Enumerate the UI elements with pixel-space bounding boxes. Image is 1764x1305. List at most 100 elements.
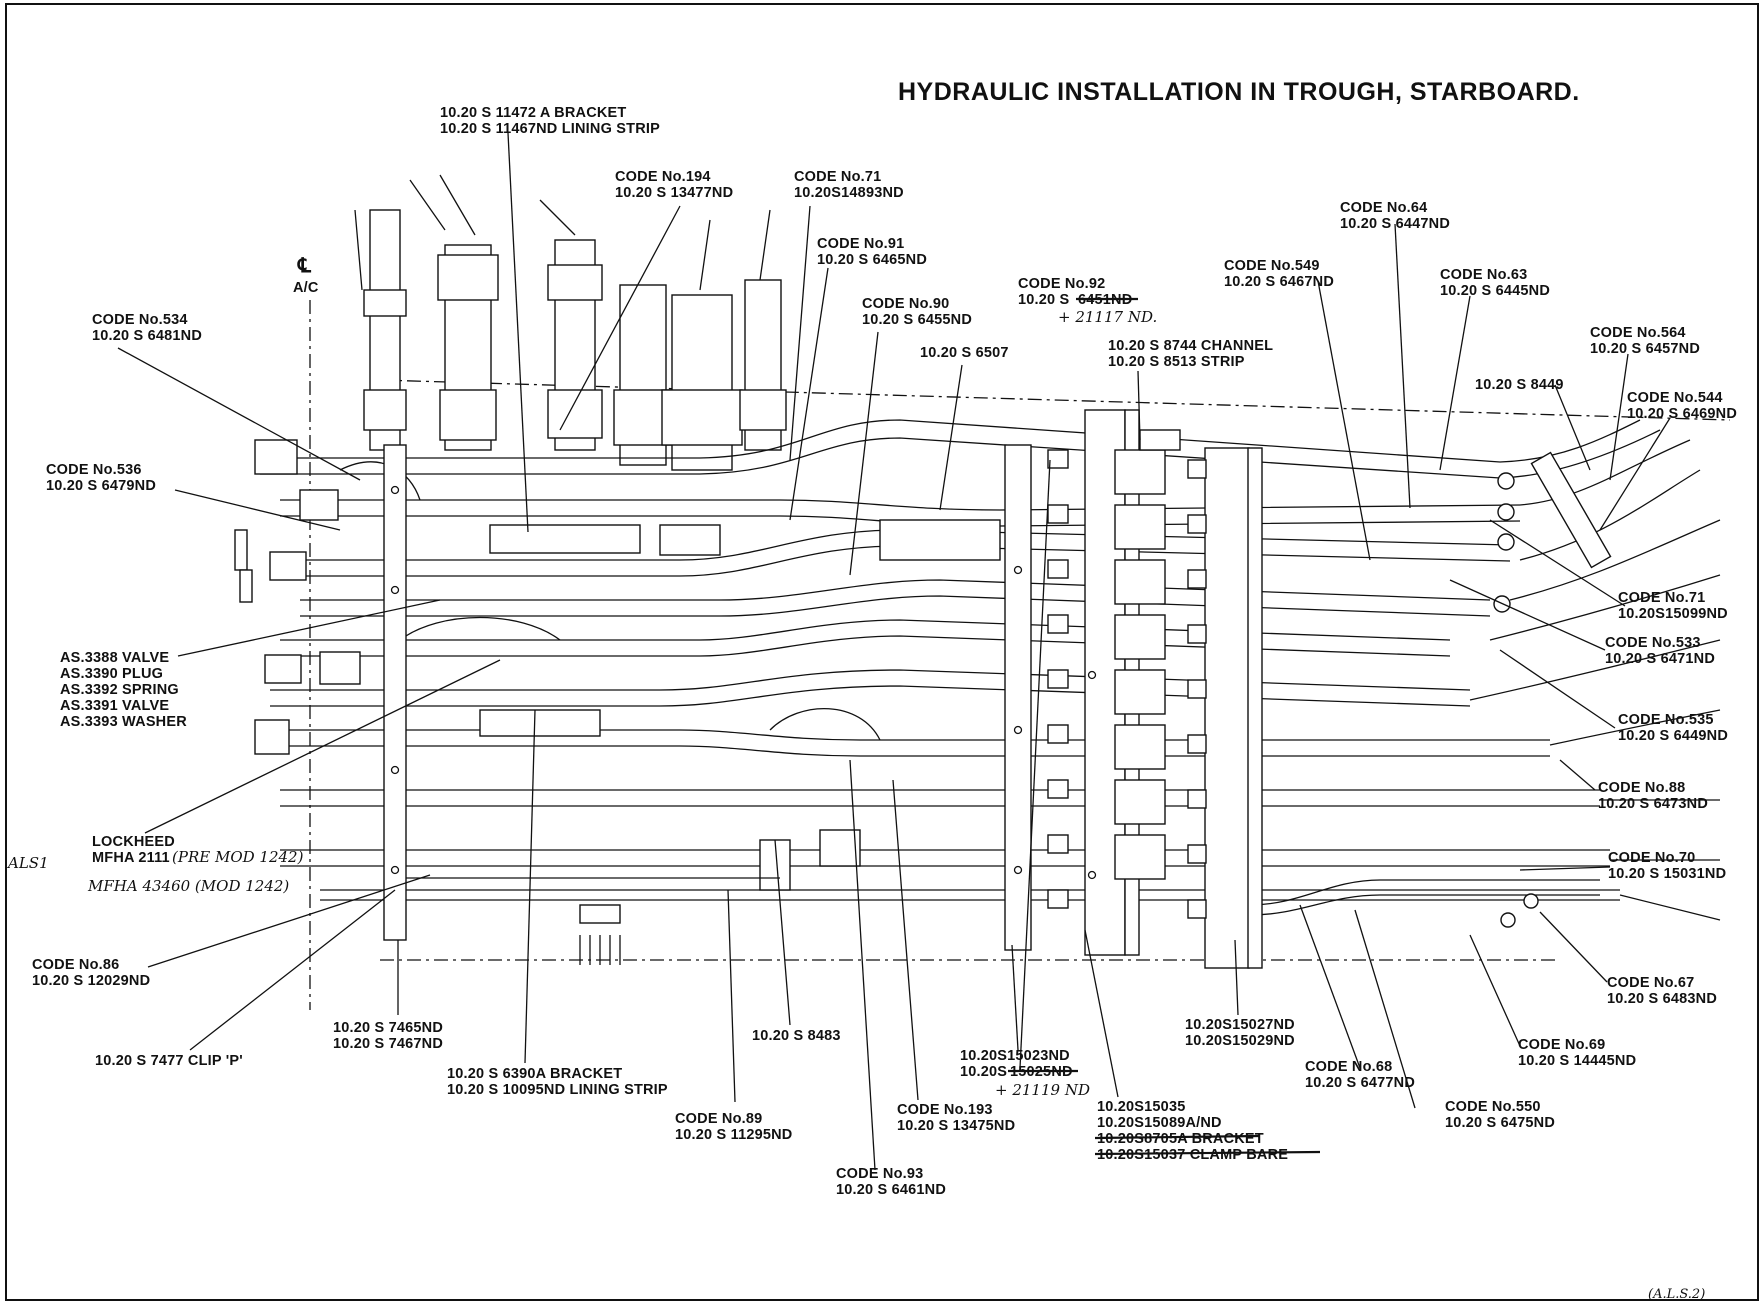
svg-text:CODE No.93: CODE No.93 [836,1166,923,1182]
svg-text:10.20 S 6469ND: 10.20 S 6469ND [1627,406,1737,422]
label-code-549: CODE No.549 10.20 S 6467ND [1224,258,1334,290]
label-code-544: CODE No.544 10.20 S 6469ND [1627,390,1737,422]
svg-text:10.20S15027ND: 10.20S15027ND [1185,1017,1295,1033]
svg-text:10.20 S 6471ND: 10.20 S 6471ND [1605,651,1715,667]
svg-text:CODE No.63: CODE No.63 [1440,267,1527,283]
centreline-symbol: ℄ [297,255,312,277]
svg-text:10.20 S 13475ND: 10.20 S 13475ND [897,1118,1015,1134]
svg-text:MFHA 43460 (MOD 1242): MFHA 43460 (MOD 1242) [87,877,289,895]
svg-text:10.20 S 7467ND: 10.20 S 7467ND [333,1036,443,1052]
label-code-69: CODE No.69 10.20 S 14445ND [1518,1037,1636,1069]
svg-text:10.20 S 6461ND: 10.20 S 6461ND [836,1182,946,1198]
label-part-15027: 10.20S15027ND 10.20S15029ND [1185,1017,1295,1049]
svg-text:CODE No.89: CODE No.89 [675,1111,762,1127]
sheet-border [5,3,1759,1301]
label-part-15023: 10.20S15023ND [960,1048,1070,1064]
label-code-71-top: CODE No.71 10.20S14893ND [794,169,904,201]
label-clip-7477: 10.20 S 7477 CLIP 'P' [95,1053,243,1069]
svg-text:CODE No.536: CODE No.536 [46,462,142,478]
svg-text:10.20 S 6445ND: 10.20 S 6445ND [1440,283,1550,299]
centreline-label: A/C [293,280,319,296]
svg-text:10.20 S 6479ND: 10.20 S 6479ND [46,478,156,494]
svg-text:CODE No.88: CODE No.88 [1598,780,1685,796]
amended-labels: CODE No.92 10.20 S 6451ND + 21117 ND. 10… [960,276,1321,1163]
part-labels: 10.20 S 11472 A BRACKET 10.20 S 11467ND … [32,105,1737,1198]
svg-text:CODE No.91: CODE No.91 [817,236,904,252]
svg-text:10.20 S 6475ND: 10.20 S 6475ND [1445,1115,1555,1131]
label-code-71-right: CODE No.71 10.20S15099ND [1618,590,1728,622]
svg-text:CODE No.534: CODE No.534 [92,312,188,328]
pipe-end-caps [1493,472,1539,928]
label-code-550: CODE No.550 10.20 S 6475ND [1445,1099,1555,1131]
svg-text:10.20 S 6481ND: 10.20 S 6481ND [92,328,202,344]
label-part-15035: 10.20S15035 10.20S15089A/ND [1097,1099,1222,1131]
svg-text:+ 21119 ND: + 21119 ND [995,1081,1090,1099]
svg-text:CODE No.564: CODE No.564 [1590,325,1686,341]
svg-text:10.20 S 6467ND: 10.20 S 6467ND [1224,274,1334,290]
svg-text:10.20 S 13477ND: 10.20 S 13477ND [615,185,733,201]
datum-line-top [379,379,1731,421]
svg-text:10.20 S 6455ND: 10.20 S 6455ND [862,312,972,328]
corner-note: (A.L.S.2) [1648,1287,1705,1302]
svg-text:AS.3391 VALVE: AS.3391 VALVE [60,698,169,714]
svg-text:10.20S15029ND: 10.20S15029ND [1185,1033,1295,1049]
svg-text:AS.3390 PLUG: AS.3390 PLUG [60,666,163,682]
svg-text:10.20 S 11472 A BRACKET: 10.20 S 11472 A BRACKET [440,105,626,121]
svg-text:10.20 S 6449ND: 10.20 S 6449ND [1618,728,1728,744]
horizontal-pipes [260,419,1620,916]
svg-text:CODE No.550: CODE No.550 [1445,1099,1541,1115]
label-bracket-11472: 10.20 S 11472 A BRACKET 10.20 S 11467ND … [440,105,660,137]
label-code-67: CODE No.67 10.20 S 6483ND [1607,975,1717,1007]
leader-lines [117,132,1671,1171]
spring-clips [1047,429,1207,919]
svg-text:LOCKHEED: LOCKHEED [92,834,175,850]
svg-text:AS.3392 SPRING: AS.3392 SPRING [60,682,179,698]
svg-text:10.20 S 6507: 10.20 S 6507 [920,345,1009,361]
svg-text:MFHA 2111: MFHA 2111 [92,850,170,866]
label-code-564: CODE No.564 10.20 S 6457ND [1590,325,1700,357]
svg-text:10.20 S 14445ND: 10.20 S 14445ND [1518,1053,1636,1069]
label-part-6507: 10.20 S 6507 [920,345,1009,361]
lower-pipework [400,519,1001,965]
label-code-536: CODE No.536 10.20 S 6479ND [46,462,156,494]
svg-text:10.20 S 6390A BRACKET: 10.20 S 6390A BRACKET [447,1066,622,1082]
label-code-90: CODE No.90 10.20 S 6455ND [862,296,972,328]
label-lockheed: LOCKHEED MFHA 2111 (PRE MOD 1242) MFHA 4… [87,834,304,895]
diagram-title: HYDRAULIC INSTALLATION IN TROUGH, STARBO… [898,78,1580,106]
svg-text:10.20S14893ND: 10.20S14893ND [794,185,904,201]
label-part-7465: 10.20 S 7465ND 10.20 S 7467ND [333,1020,443,1052]
svg-text:10.20S15023ND: 10.20S15023ND [960,1048,1070,1064]
svg-text:10.20S15089A/ND: 10.20S15089A/ND [1097,1115,1222,1131]
label-code-193: CODE No.193 10.20 S 13475ND [897,1102,1015,1134]
svg-text:10.20S15099ND: 10.20S15099ND [1618,606,1728,622]
label-part-8483: 10.20 S 8483 [752,1028,840,1044]
svg-text:CODE No.71: CODE No.71 [1618,590,1705,606]
svg-text:10.20 S 6477ND: 10.20 S 6477ND [1305,1075,1415,1091]
label-code-89: CODE No.89 10.20 S 11295ND [675,1111,792,1143]
label-code-91: CODE No.91 10.20 S 6465ND [817,236,927,268]
svg-text:10.20 S 12029ND: 10.20 S 12029ND [32,973,150,989]
svg-text:10.20S: 10.20S [960,1064,1007,1080]
label-code-86: CODE No.86 10.20 S 12029ND [32,957,150,989]
margin-note-als1: ALS1 [6,854,49,872]
label-code-70: CODE No.70 10.20 S 15031ND [1608,850,1726,882]
label-code-533: CODE No.533 10.20 S 6471ND [1605,635,1715,667]
svg-text:AS.3393 WASHER: AS.3393 WASHER [60,714,187,730]
label-part-15035-struck: 10.20S8705A BRACKET 10.20S15037 CLAMP BA… [1094,1131,1321,1163]
svg-text:10.20 S: 10.20 S [1018,292,1070,308]
svg-text:10.20S15037 CLAMP BARE: 10.20S15037 CLAMP BARE [1097,1147,1288,1163]
pipe-bundle [234,174,1721,969]
svg-text:10.20 S 6483ND: 10.20 S 6483ND [1607,991,1717,1007]
svg-text:CODE No.69: CODE No.69 [1518,1037,1605,1053]
label-bracket-6390: 10.20 S 6390A BRACKET 10.20 S 10095ND LI… [447,1066,668,1098]
svg-text:CODE No.70: CODE No.70 [1608,850,1695,866]
svg-text:CODE No.92: CODE No.92 [1018,276,1105,292]
label-valve-group: AS.3388 VALVE AS.3390 PLUG AS.3392 SPRIN… [60,650,187,730]
diverging-pipes [1469,419,1721,921]
label-code-88: CODE No.88 10.20 S 6473ND [1598,780,1708,812]
svg-text:CODE No.86: CODE No.86 [32,957,119,973]
svg-text:10.20 S 11295ND: 10.20 S 11295ND [675,1127,792,1143]
svg-text:10.20 S 15031ND: 10.20 S 15031ND [1608,866,1726,882]
svg-text:10.20S15035: 10.20S15035 [1097,1099,1185,1115]
